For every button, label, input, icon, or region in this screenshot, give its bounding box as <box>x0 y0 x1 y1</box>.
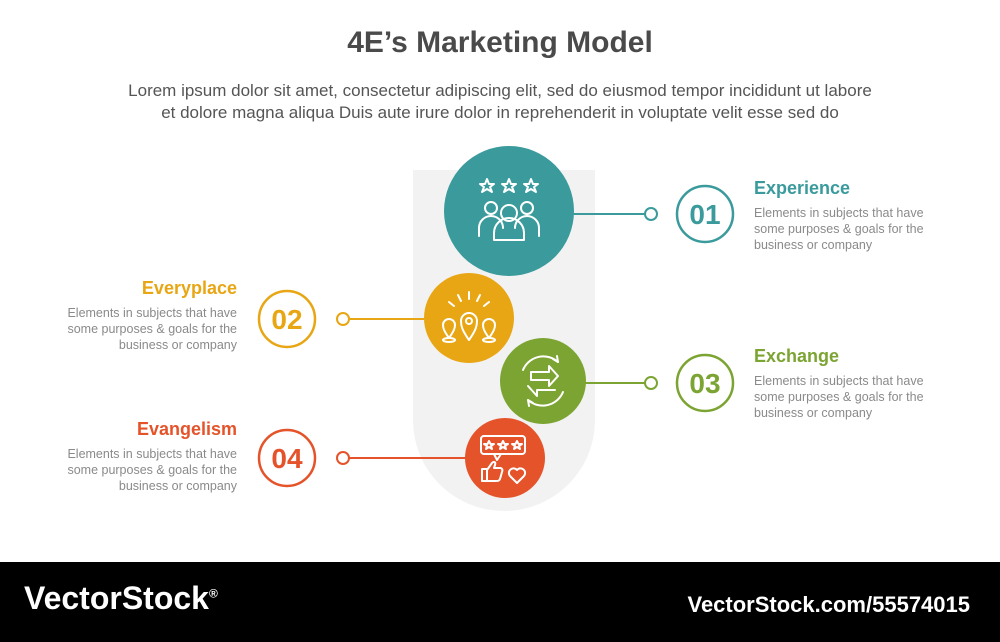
desc-line: business or company <box>754 238 873 252</box>
number-ring-01 <box>675 184 735 244</box>
item-exchange: Exchange Elements in subjects that have … <box>754 346 974 421</box>
item-desc-everyplace: Elements in subjects that have some purp… <box>17 305 237 353</box>
item-evangelism: Evangelism Elements in subjects that hav… <box>17 419 237 494</box>
marketing-model-diagram: 01 02 03 04 <box>257 146 735 511</box>
desc-line: some purposes & goals for the <box>67 463 237 477</box>
exchange-arrows-icon <box>522 355 564 407</box>
item-experience: Experience Elements in subjects that hav… <box>754 178 974 253</box>
desc-line: some purposes & goals for the <box>67 322 237 336</box>
desc-line: some purposes & goals for the <box>754 222 924 236</box>
number-03: 03 <box>689 368 720 399</box>
connector-dot-03 <box>644 376 658 390</box>
connector-dot-01 <box>644 207 658 221</box>
desc-line: business or company <box>754 406 873 420</box>
location-pins-icon <box>442 291 496 343</box>
desc-line: business or company <box>118 338 237 352</box>
connector-dot-04 <box>336 451 350 465</box>
desc-line: Elements in subjects that have <box>67 306 237 320</box>
number-04: 04 <box>271 443 303 474</box>
review-like-icon <box>480 435 527 484</box>
desc-line: some purposes & goals for the <box>754 390 924 404</box>
page-subtitle: Lorem ipsum dolor sit amet, consectetur … <box>40 80 960 124</box>
desc-line: business or company <box>118 479 237 493</box>
item-title-experience: Experience <box>754 178 851 198</box>
connector-dot-02 <box>336 312 350 326</box>
subtitle-line-1: Lorem ipsum dolor sit amet, consectetur … <box>128 81 872 100</box>
item-title-evangelism: Evangelism <box>136 419 237 439</box>
item-desc-experience: Elements in subjects that have some purp… <box>754 205 974 253</box>
brand-name: VectorStock <box>24 580 209 616</box>
number-ring-03 <box>675 353 735 413</box>
item-title-everyplace: Everyplace <box>141 278 237 298</box>
image-id-text: VectorStock.com/55574015 <box>687 592 970 617</box>
evangelism-circle <box>465 418 545 498</box>
number-01: 01 <box>689 199 720 230</box>
people-rating-icon <box>478 178 540 241</box>
item-everyplace: Everyplace Elements in subjects that hav… <box>17 278 237 353</box>
desc-line: Elements in subjects that have <box>754 374 924 388</box>
desc-line: Elements in subjects that have <box>67 447 237 461</box>
number-02: 02 <box>271 304 302 335</box>
item-title-exchange: Exchange <box>754 346 840 366</box>
item-desc-exchange: Elements in subjects that have some purp… <box>754 373 974 421</box>
vectorstock-logo: VectorStock® <box>24 580 218 617</box>
subtitle-line-2: et dolore magna aliqua Duis aute irure d… <box>161 103 839 122</box>
number-ring-04 <box>257 428 317 488</box>
page-title: 4E’s Marketing Model <box>347 26 653 59</box>
desc-line: Elements in subjects that have <box>754 206 924 220</box>
watermark-footer: VectorStock® VectorStock.com/55574015 <box>0 562 1000 642</box>
registered-mark: ® <box>208 586 218 601</box>
number-ring-02 <box>257 289 317 349</box>
item-desc-evangelism: Elements in subjects that have some purp… <box>17 446 237 494</box>
experience-circle <box>444 146 574 276</box>
